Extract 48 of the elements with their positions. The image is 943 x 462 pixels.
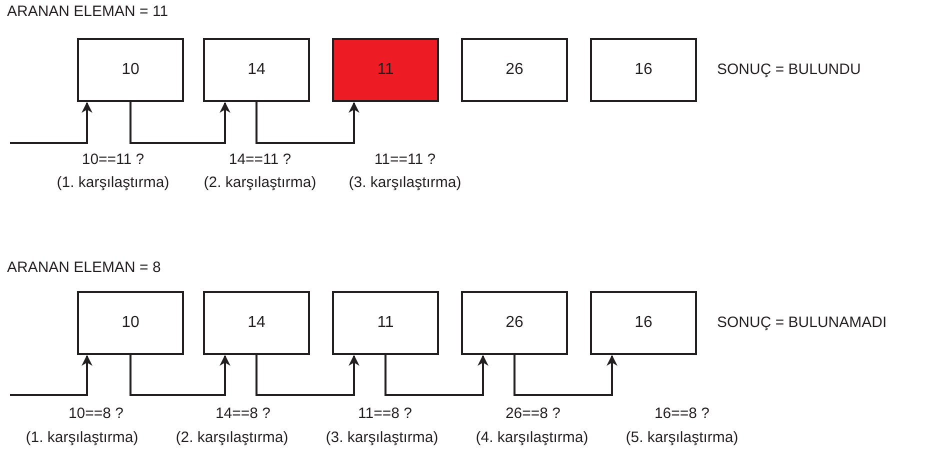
cell-value: 26 [506, 314, 524, 332]
connector-arrow [256, 354, 360, 396]
step-label: (5. karşılaştırma) [626, 429, 738, 446]
array-cell-box [332, 291, 439, 355]
step-label: (2. karşılaştırma) [176, 429, 288, 446]
comparison-label: 16==8 ? [654, 405, 710, 422]
comparison-label: 11==8 ? [358, 405, 412, 422]
array-cell-box [590, 38, 697, 102]
search-target-label: ARANAN ELEMAN = 11 [7, 3, 168, 20]
result-label: SONUÇ = BULUNDU [717, 61, 861, 78]
comparison-label: 10==8 ? [68, 405, 124, 422]
search-target-label: ARANAN ELEMAN = 8 [7, 259, 161, 276]
comparison-label: 14==8 ? [215, 405, 271, 422]
connector-arrow [10, 102, 92, 144]
comparison-label: 10==11 ? [82, 151, 144, 168]
cell-value: 11 [377, 61, 394, 79]
array-cell-box [203, 291, 310, 355]
connector-arrow [130, 102, 230, 144]
cell-value: 14 [248, 61, 266, 79]
array-cell-box [461, 291, 568, 355]
connector-arrow [10, 354, 92, 396]
comparison-label: 26==8 ? [505, 405, 561, 422]
array-cell-box [77, 38, 184, 102]
array-cell-box [461, 38, 568, 102]
cell-value: 14 [248, 314, 266, 332]
step-label: (4. karşılaştırma) [476, 429, 588, 446]
connector-arrow [130, 354, 230, 396]
step-label: (1. karşılaştırma) [26, 429, 138, 446]
step-label: (3. karşılaştırma) [348, 174, 462, 191]
connector-arrow [514, 354, 618, 396]
comparison-label: 14==11 ? [228, 151, 292, 168]
step-label: (1. karşılaştırma) [56, 174, 170, 191]
array-cell-box [332, 38, 439, 102]
step-label: (2. karşılaştırma) [204, 174, 316, 191]
result-label: SONUÇ = BULUNAMADI [717, 314, 887, 331]
connector-arrow [384, 354, 488, 396]
array-cell-box [590, 291, 697, 355]
cell-value: 10 [122, 61, 140, 79]
cell-value: 16 [634, 61, 652, 79]
step-label: (3. karşılaştırma) [326, 429, 438, 446]
cell-value: 10 [122, 314, 140, 332]
cell-value: 16 [634, 314, 652, 332]
cell-value: 26 [506, 61, 524, 79]
comparison-label: 11==11 ? [374, 151, 436, 168]
cell-value: 11 [377, 314, 394, 332]
array-cell-box [203, 38, 310, 102]
connector-arrow [256, 102, 360, 144]
array-cell-box [77, 291, 184, 355]
